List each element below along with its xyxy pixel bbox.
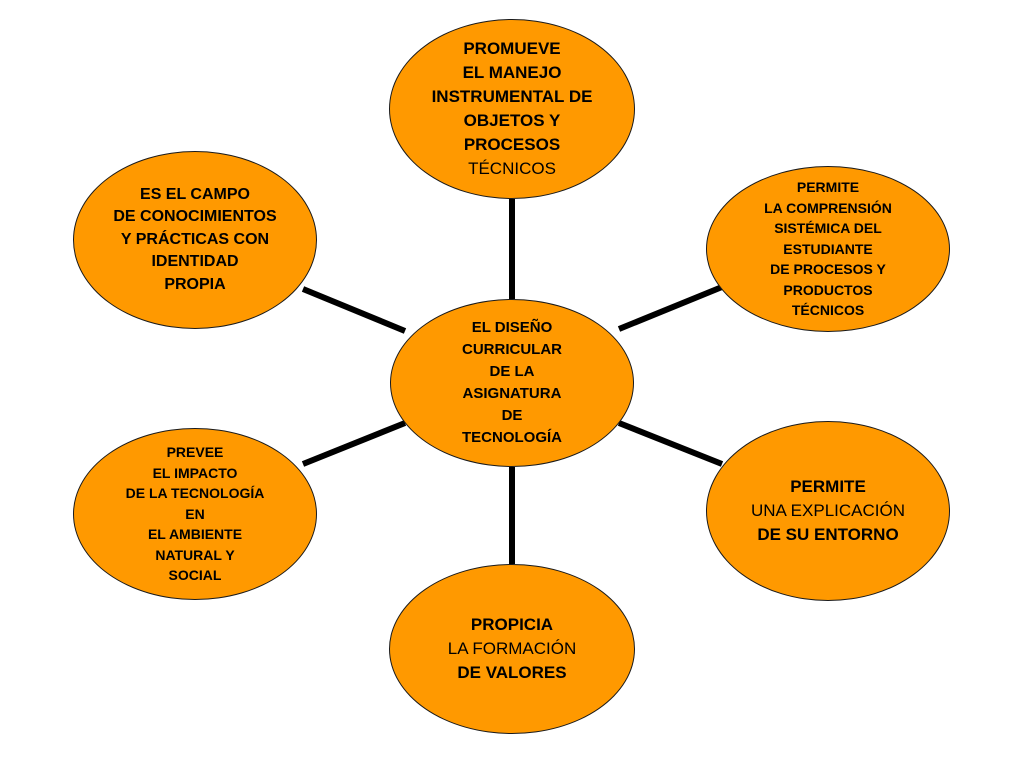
node-text-line: PROPIA [164,275,226,293]
node-bottom-right: PERMITE UNA EXPLICACIÓN DE SU ENTORNO [706,421,950,601]
node-text-line: Y PRÁCTICAS CON [120,230,270,248]
node-text-line: TÉCNICOS [791,302,865,319]
connector-bottom-left [301,420,407,467]
node-text-line: DE CONOCIMIENTOS [113,208,277,226]
node-text-line: SOCIAL [168,567,222,584]
node-top-right: PERMITE LA COMPRENSIÓN SISTÉMICA DEL ESTUDI… [706,166,950,332]
connector-top-right [617,284,724,332]
node-text-line: DE [501,407,523,424]
node-text-line: DE LA TECNOLOGÍA [125,485,265,502]
node-text-line: EL AMBIENTE [147,526,243,543]
node-text-line: PROCESOS [463,135,561,154]
node-top-left: ES EL CAMPO DE CONOCIMIENTOS Y PRÁCTICAS C… [73,151,317,329]
node-text-line: IDENTIDAD [151,253,239,271]
node-text-line: DE LA [489,363,535,380]
node-text-line: EL MANEJO [462,63,562,82]
node-text-line: OBJETOS Y [463,111,561,130]
node-text-line: DE VALORES [457,663,567,682]
node-text-line: TÉCNICOS [468,159,556,178]
connector-top-left [301,286,407,334]
node-bottom: PROPICIA LA FORMACIÓN DE VALORES [389,564,635,734]
node-text-line: SISTÉMICA DEL [774,220,882,237]
node-text-line: PERMITE [796,179,860,196]
node-text-line: EL DISEÑO [471,319,553,336]
node-text-line: INSTRUMENTAL DE [431,87,593,106]
node-text-line: DE SU ENTORNO [757,525,899,544]
node-text-line: PREVEE [166,444,224,461]
node-text-line: TECNOLOGÍA [462,429,562,446]
node-center: EL DISEÑO CURRICULAR DE LA ASIGNATURA DE TECN… [390,299,634,467]
node-text-line: NATURAL Y [155,546,235,563]
node-text-line: PROMUEVE [463,39,561,58]
node-text-line: UNA EXPLICACIÓN [751,501,905,520]
node-text-line: ASIGNATURA [462,385,562,402]
node-text-line: PRODUCTOS [783,281,873,298]
node-text-line: PROPICIA [470,615,554,634]
node-text-line: CURRICULAR [462,341,562,358]
node-text-line: PERMITE [790,477,866,496]
node-text-line: ESTUDIANTE [783,240,873,257]
node-bottom-left: PREVEE EL IMPACTO DE LA TECNOLOGÍA EN EL AMB… [73,428,317,600]
node-top: PROMUEVE EL MANEJO INSTRUMENTAL DE OBJETOS … [389,19,635,199]
node-text-line: ES EL CAMPO [140,185,250,203]
node-text-line: LA FORMACIÓN [447,639,577,658]
node-text-line: EL IMPACTO [152,464,238,481]
node-text-line: LA COMPRENSIÓN [764,199,892,216]
node-text-line: EN [185,505,205,522]
node-text-line: DE PROCESOS Y [770,261,886,278]
connector-bottom-right [617,420,724,467]
